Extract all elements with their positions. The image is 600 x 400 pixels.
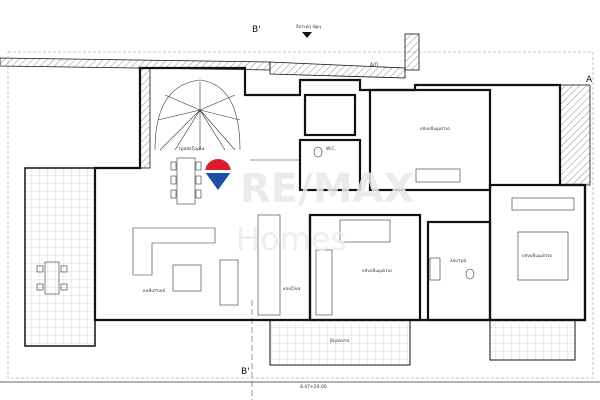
top-wall-2	[269, 61, 406, 79]
sink	[429, 257, 441, 281]
right-wall	[559, 84, 591, 186]
armchair	[219, 259, 239, 306]
shaft-label: Δ/Π	[370, 62, 378, 68]
living-label: καθιστικό	[143, 287, 166, 294]
staircase	[154, 79, 241, 151]
view-label: δυτική όψη	[296, 23, 321, 30]
remax-balloon-icon	[205, 159, 231, 172]
section-label-right: A	[586, 75, 593, 85]
bedroom-top-label: υπνοδωμάτιο	[420, 125, 450, 132]
view-arrow-icon	[302, 32, 312, 38]
section-label-top: B'	[252, 25, 261, 35]
bedroom-right-label: υπνοδωμάτιο	[522, 252, 552, 259]
balcony-table	[36, 261, 68, 295]
double-bed	[517, 231, 569, 281]
stair-wall	[139, 67, 151, 169]
watermark-brand: RE/MAX	[240, 166, 414, 212]
kitchen-appliances	[315, 249, 333, 316]
left-balcony	[24, 167, 96, 347]
bedroom-top	[368, 88, 492, 192]
dining-label: τραπεζαρία	[178, 145, 204, 152]
dining-chairs	[170, 161, 202, 199]
kitchen-counter	[257, 214, 281, 316]
bath-label: λουτρό	[450, 257, 467, 264]
sofa	[132, 227, 216, 276]
wc-label: W.C.	[326, 146, 336, 152]
dimension-bottom: 8.47+20.00	[300, 384, 327, 390]
dining-table	[176, 157, 196, 205]
bath-toilet-icon	[465, 268, 475, 280]
wc-room	[298, 138, 362, 192]
wardrobe-right	[511, 197, 575, 211]
wardrobe	[415, 168, 461, 183]
plot-boundary	[7, 51, 594, 379]
neighbour-wall	[404, 33, 420, 71]
watermark-sub: Homes	[236, 220, 347, 258]
bottom-balcony	[269, 319, 411, 366]
bedroom-mid-label: υπνοδωμάτιο	[362, 267, 392, 274]
balcony-label: βεράντα	[330, 337, 349, 344]
view-marker: δυτική όψη	[296, 23, 321, 38]
bed-single	[339, 219, 391, 243]
toilet-icon	[313, 146, 323, 158]
bedroom-right	[488, 183, 587, 322]
remax-watermark: RE/MAX Homes	[205, 159, 414, 258]
elevator	[303, 93, 357, 137]
bottom-right-balcony	[489, 319, 576, 361]
kitchen-label: κουζίνα	[283, 285, 300, 292]
bathroom	[426, 220, 492, 322]
section-label-bottom: B'	[241, 367, 250, 377]
coffee-table	[172, 264, 202, 292]
